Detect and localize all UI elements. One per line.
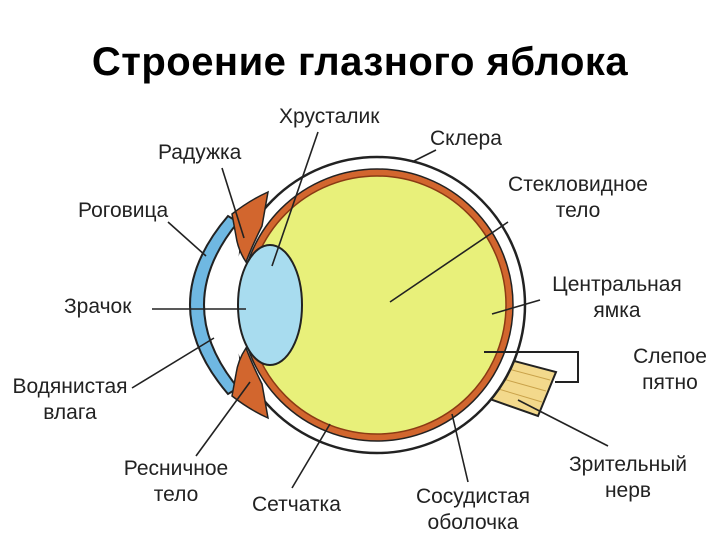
label-iris: Радужка	[158, 141, 242, 164]
label-fovea: Центральная ямка	[536, 272, 698, 324]
label-optic-nerve: Зрительный нерв	[554, 452, 702, 504]
label-blind-spot-line2: пятно	[642, 371, 698, 394]
label-blind-spot: Слепое пятно	[622, 344, 718, 396]
label-fovea-line1: Центральная	[552, 273, 682, 296]
label-retina: Сетчатка	[252, 493, 341, 516]
leader-ciliary	[195, 381, 251, 457]
label-cornea: Роговица	[78, 199, 169, 222]
leader-optic-nerve	[517, 399, 609, 447]
leader-lens	[271, 131, 319, 267]
leader-iris	[221, 167, 245, 239]
label-optic-nerve-line2: нерв	[604, 479, 652, 502]
leader-lines	[131, 131, 609, 489]
label-ciliary-line2: тело	[153, 483, 199, 506]
leader-sclera	[411, 149, 437, 163]
label-fovea-line2: ямка	[593, 299, 641, 322]
cornea	[189, 214, 240, 396]
label-ciliary-line1: Ресничное	[123, 457, 229, 480]
label-lens: Хрусталик	[279, 105, 380, 128]
label-vitreous-line1: Стекловидное	[508, 173, 648, 196]
label-vitreous-line2: тело	[555, 199, 601, 222]
leader-retina	[291, 423, 331, 489]
page-title: Строение глазного яблока	[91, 40, 629, 84]
label-optic-nerve-line1: Зрительный	[568, 453, 688, 476]
leader-cornea	[167, 221, 207, 257]
leader-vitreous	[389, 221, 509, 303]
leader-aqueous	[131, 337, 215, 389]
leader-choroid	[451, 413, 469, 483]
label-sclera: Склера	[430, 127, 502, 150]
ciliary-body-upper	[231, 190, 269, 264]
label-aqueous-line1: Водянистая	[12, 375, 128, 398]
label-ciliary: Ресничное тело	[108, 456, 244, 508]
label-choroid-line1: Сосудистая	[415, 485, 531, 508]
label-aqueous: Водянистая влага	[0, 374, 140, 426]
label-choroid-line2: оболочка	[427, 511, 519, 534]
lens	[237, 244, 303, 366]
label-pupil: Зрачок	[64, 295, 132, 318]
blind-spot-bracket	[484, 351, 579, 383]
label-vitreous: Стекловидное тело	[490, 172, 666, 224]
leader-fovea	[491, 299, 541, 315]
label-choroid: Сосудистая оболочка	[398, 484, 548, 536]
label-blind-spot-line1: Слепое	[633, 345, 707, 368]
label-aqueous-line2: влага	[43, 401, 97, 424]
